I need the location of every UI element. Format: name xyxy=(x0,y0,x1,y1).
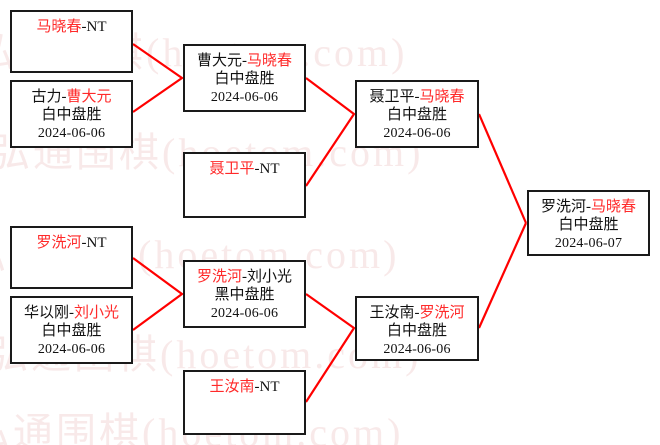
connector-line xyxy=(132,257,184,331)
match-players: 王汝南-罗洗河 xyxy=(357,304,477,322)
match-players: 罗洗河-NT xyxy=(12,234,131,252)
connector-line xyxy=(477,222,528,329)
player-b: 曹大元 xyxy=(66,89,112,105)
match-players: 罗洗河-马晓春 xyxy=(529,198,648,216)
match-result: 白中盘胜 xyxy=(41,107,102,124)
player-separator: - xyxy=(81,235,87,251)
match-date: 2024-06-06 xyxy=(383,341,451,357)
match-box[interactable]: 罗洗河-NT xyxy=(10,226,133,289)
player-separator: - xyxy=(81,19,87,35)
match-result: 白中盘胜 xyxy=(386,107,447,124)
player-a: 华以刚 xyxy=(23,305,69,321)
player-separator: - xyxy=(254,379,260,395)
player-b: 刘小光 xyxy=(74,305,120,321)
match-box[interactable]: 王汝南-NT xyxy=(183,370,306,435)
match-date: 2024-06-07 xyxy=(554,235,623,251)
match-players: 曹大元-马晓春 xyxy=(185,52,304,70)
player-a: 罗洗河 xyxy=(36,235,82,251)
match-players: 古力-曹大元 xyxy=(12,88,131,106)
match-players: 聂卫平-NT xyxy=(185,160,304,178)
player-separator: - xyxy=(61,89,67,105)
connector-line xyxy=(477,113,528,224)
match-players: 马晓春-NT xyxy=(12,18,131,36)
player-b: NT xyxy=(259,161,280,177)
player-b: NT xyxy=(259,379,280,395)
player-a: 聂卫平 xyxy=(369,89,415,105)
player-a: 罗洗河 xyxy=(540,199,586,215)
player-separator: - xyxy=(254,161,260,177)
connector-line xyxy=(132,43,184,113)
connector-line xyxy=(305,77,356,187)
player-a: 王汝南 xyxy=(209,379,255,395)
match-date: 2024-06-06 xyxy=(383,125,451,141)
match-box[interactable]: 聂卫平-NT xyxy=(183,152,306,218)
player-separator: - xyxy=(414,89,420,105)
match-players: 聂卫平-马晓春 xyxy=(357,88,477,106)
match-date: 2024-06-06 xyxy=(37,125,106,141)
match-result: 白中盘胜 xyxy=(386,323,447,340)
player-separator: - xyxy=(414,305,420,321)
match-result: 白中盘胜 xyxy=(558,217,619,234)
connector-line xyxy=(305,293,356,403)
match-box[interactable]: 马晓春-NT xyxy=(10,10,133,73)
match-players: 华以刚-刘小光 xyxy=(12,304,131,322)
player-separator: - xyxy=(242,53,247,69)
player-separator: - xyxy=(242,269,247,285)
match-result: 白中盘胜 xyxy=(214,71,275,88)
player-separator: - xyxy=(586,199,591,215)
match-date: 2024-06-06 xyxy=(210,305,279,321)
match-players: 罗洗河-刘小光 xyxy=(185,268,304,286)
player-b: NT xyxy=(86,19,107,35)
player-a: 古力 xyxy=(31,89,62,105)
player-b: 马晓春 xyxy=(419,89,465,105)
match-date: 2024-06-06 xyxy=(210,89,279,105)
player-a: 罗洗河 xyxy=(196,269,242,285)
player-b: 罗洗河 xyxy=(419,305,465,321)
player-separator: - xyxy=(69,305,74,321)
player-b: 刘小光 xyxy=(247,269,293,285)
match-result: 白中盘胜 xyxy=(41,323,102,340)
player-b: NT xyxy=(86,235,107,251)
player-b: 马晓春 xyxy=(591,199,637,215)
player-a: 王汝南 xyxy=(369,305,415,321)
watermark-text: 弘通围棋(hoetom.com) xyxy=(0,400,660,445)
match-date: 2024-06-06 xyxy=(37,341,106,357)
match-players: 王汝南-NT xyxy=(185,378,304,396)
match-result: 黑中盘胜 xyxy=(214,287,275,304)
player-b: 马晓春 xyxy=(247,53,293,69)
player-a: 马晓春 xyxy=(36,19,82,35)
player-a: 聂卫平 xyxy=(209,161,255,177)
player-a: 曹大元 xyxy=(196,53,242,69)
